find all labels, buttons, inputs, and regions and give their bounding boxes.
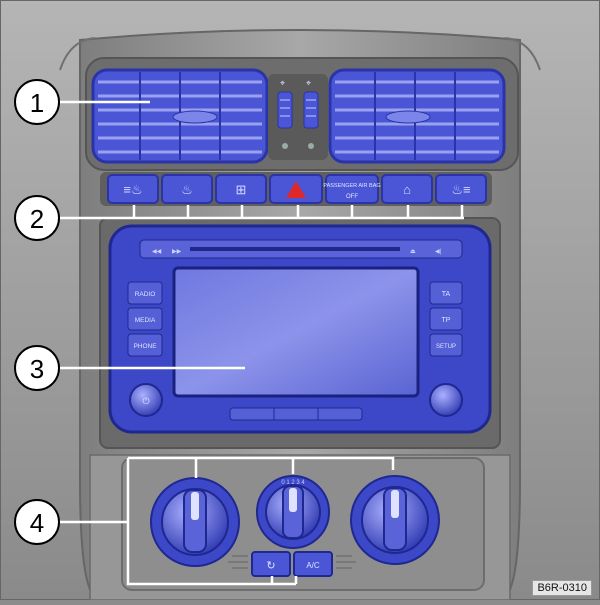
phone-button-label: PHONE <box>133 343 157 350</box>
defrost-icon: ⊞ <box>236 182 247 197</box>
callout-3: 3 <box>14 345 60 391</box>
seat-heat-icon: ♨≡ <box>451 182 470 197</box>
phone-button[interactable] <box>127 333 163 357</box>
traction-control-button[interactable]: ⌂ <box>381 174 433 204</box>
seat-heat-icon: ≡♨ <box>123 182 142 197</box>
callout-lines <box>58 100 464 586</box>
callout-2: 2 <box>14 195 60 241</box>
climate-control: 0 1 2 3 4 ↻ A/C <box>150 475 440 577</box>
rear-window-defrost-button[interactable]: ⊞ <box>215 174 267 204</box>
svg-text:⌖: ⌖ <box>280 78 285 88</box>
ta-button-label: TA <box>442 291 451 298</box>
svg-text:0 1 2 3 4: 0 1 2 3 4 <box>281 480 305 486</box>
radio-button-label: RADIO <box>135 291 156 298</box>
radio-display[interactable] <box>172 266 420 398</box>
ac-label: A/C <box>306 561 320 570</box>
left-air-vent[interactable] <box>91 68 269 164</box>
seat-heater-left-button[interactable]: ≡♨ <box>107 174 159 204</box>
recirculation-button[interactable]: ↻ <box>251 551 291 577</box>
callout-number: 1 <box>30 88 44 118</box>
air-distribution-knob[interactable] <box>350 475 440 565</box>
seat-heater-right-button[interactable]: ♨≡ <box>435 174 487 204</box>
setup-button[interactable] <box>429 333 463 357</box>
hazard-triangle-icon <box>286 181 306 198</box>
temperature-knob[interactable] <box>150 477 240 567</box>
tune-knob[interactable] <box>429 383 463 417</box>
ac-button[interactable]: A/C <box>293 551 333 577</box>
callout-number: 3 <box>30 354 44 384</box>
volume-knob[interactable] <box>129 383 163 417</box>
traction-icon: ⌂ <box>403 182 411 197</box>
right-air-vent[interactable] <box>328 68 506 164</box>
callout-1: 1 <box>14 79 60 125</box>
callout-number: 4 <box>30 508 44 538</box>
radio-left-buttons: RADIO MEDIA PHONE <box>127 281 163 357</box>
svg-text:◀|: ◀| <box>435 249 442 255</box>
callout-4: 4 <box>14 499 60 545</box>
airbag-state: OFF <box>346 194 358 200</box>
hazard-button[interactable] <box>269 174 323 204</box>
svg-text:◀◀: ◀◀ <box>152 249 162 255</box>
fan-speed-knob[interactable]: 0 1 2 3 4 <box>256 475 330 549</box>
setup-button-label: SETUP <box>436 344 456 350</box>
figure-id: B6R-0310 <box>532 580 592 596</box>
svg-text:▶▶: ▶▶ <box>172 249 182 255</box>
radio-unit: ◀◀ ▶▶ ⏏ ◀| RADIO MEDIA PHONE TA TP SETUP… <box>108 224 492 434</box>
recirculation-icon: ↻ <box>266 560 275 572</box>
seat-icon: ♨ <box>181 182 193 197</box>
heated-seat-button[interactable]: ♨ <box>161 174 213 204</box>
power-icon: ⏻ <box>142 396 149 406</box>
svg-text:⌖: ⌖ <box>306 78 311 88</box>
media-button-label: MEDIA <box>135 317 156 324</box>
radio-bottom-buttons[interactable] <box>229 407 363 421</box>
tp-button[interactable] <box>429 307 463 331</box>
radio-right-buttons: TA TP SETUP <box>429 281 463 357</box>
svg-text:⏏: ⏏ <box>410 249 416 255</box>
radio-button[interactable] <box>127 281 163 305</box>
callout-number: 2 <box>30 204 44 234</box>
tp-button-label: TP <box>442 317 451 324</box>
center-vent-controls[interactable]: ⌖ ⌖ <box>268 74 328 160</box>
airbag-text: PASSENGER AIR BAG <box>323 183 380 189</box>
button-strip: ≡♨ ♨ ⊞ PASSENGER AIR BAG OFF ⌂ ♨≡ <box>107 174 487 204</box>
passenger-airbag-indicator: PASSENGER AIR BAG OFF <box>323 174 381 204</box>
ta-button[interactable] <box>429 281 463 305</box>
media-button[interactable] <box>127 307 163 331</box>
